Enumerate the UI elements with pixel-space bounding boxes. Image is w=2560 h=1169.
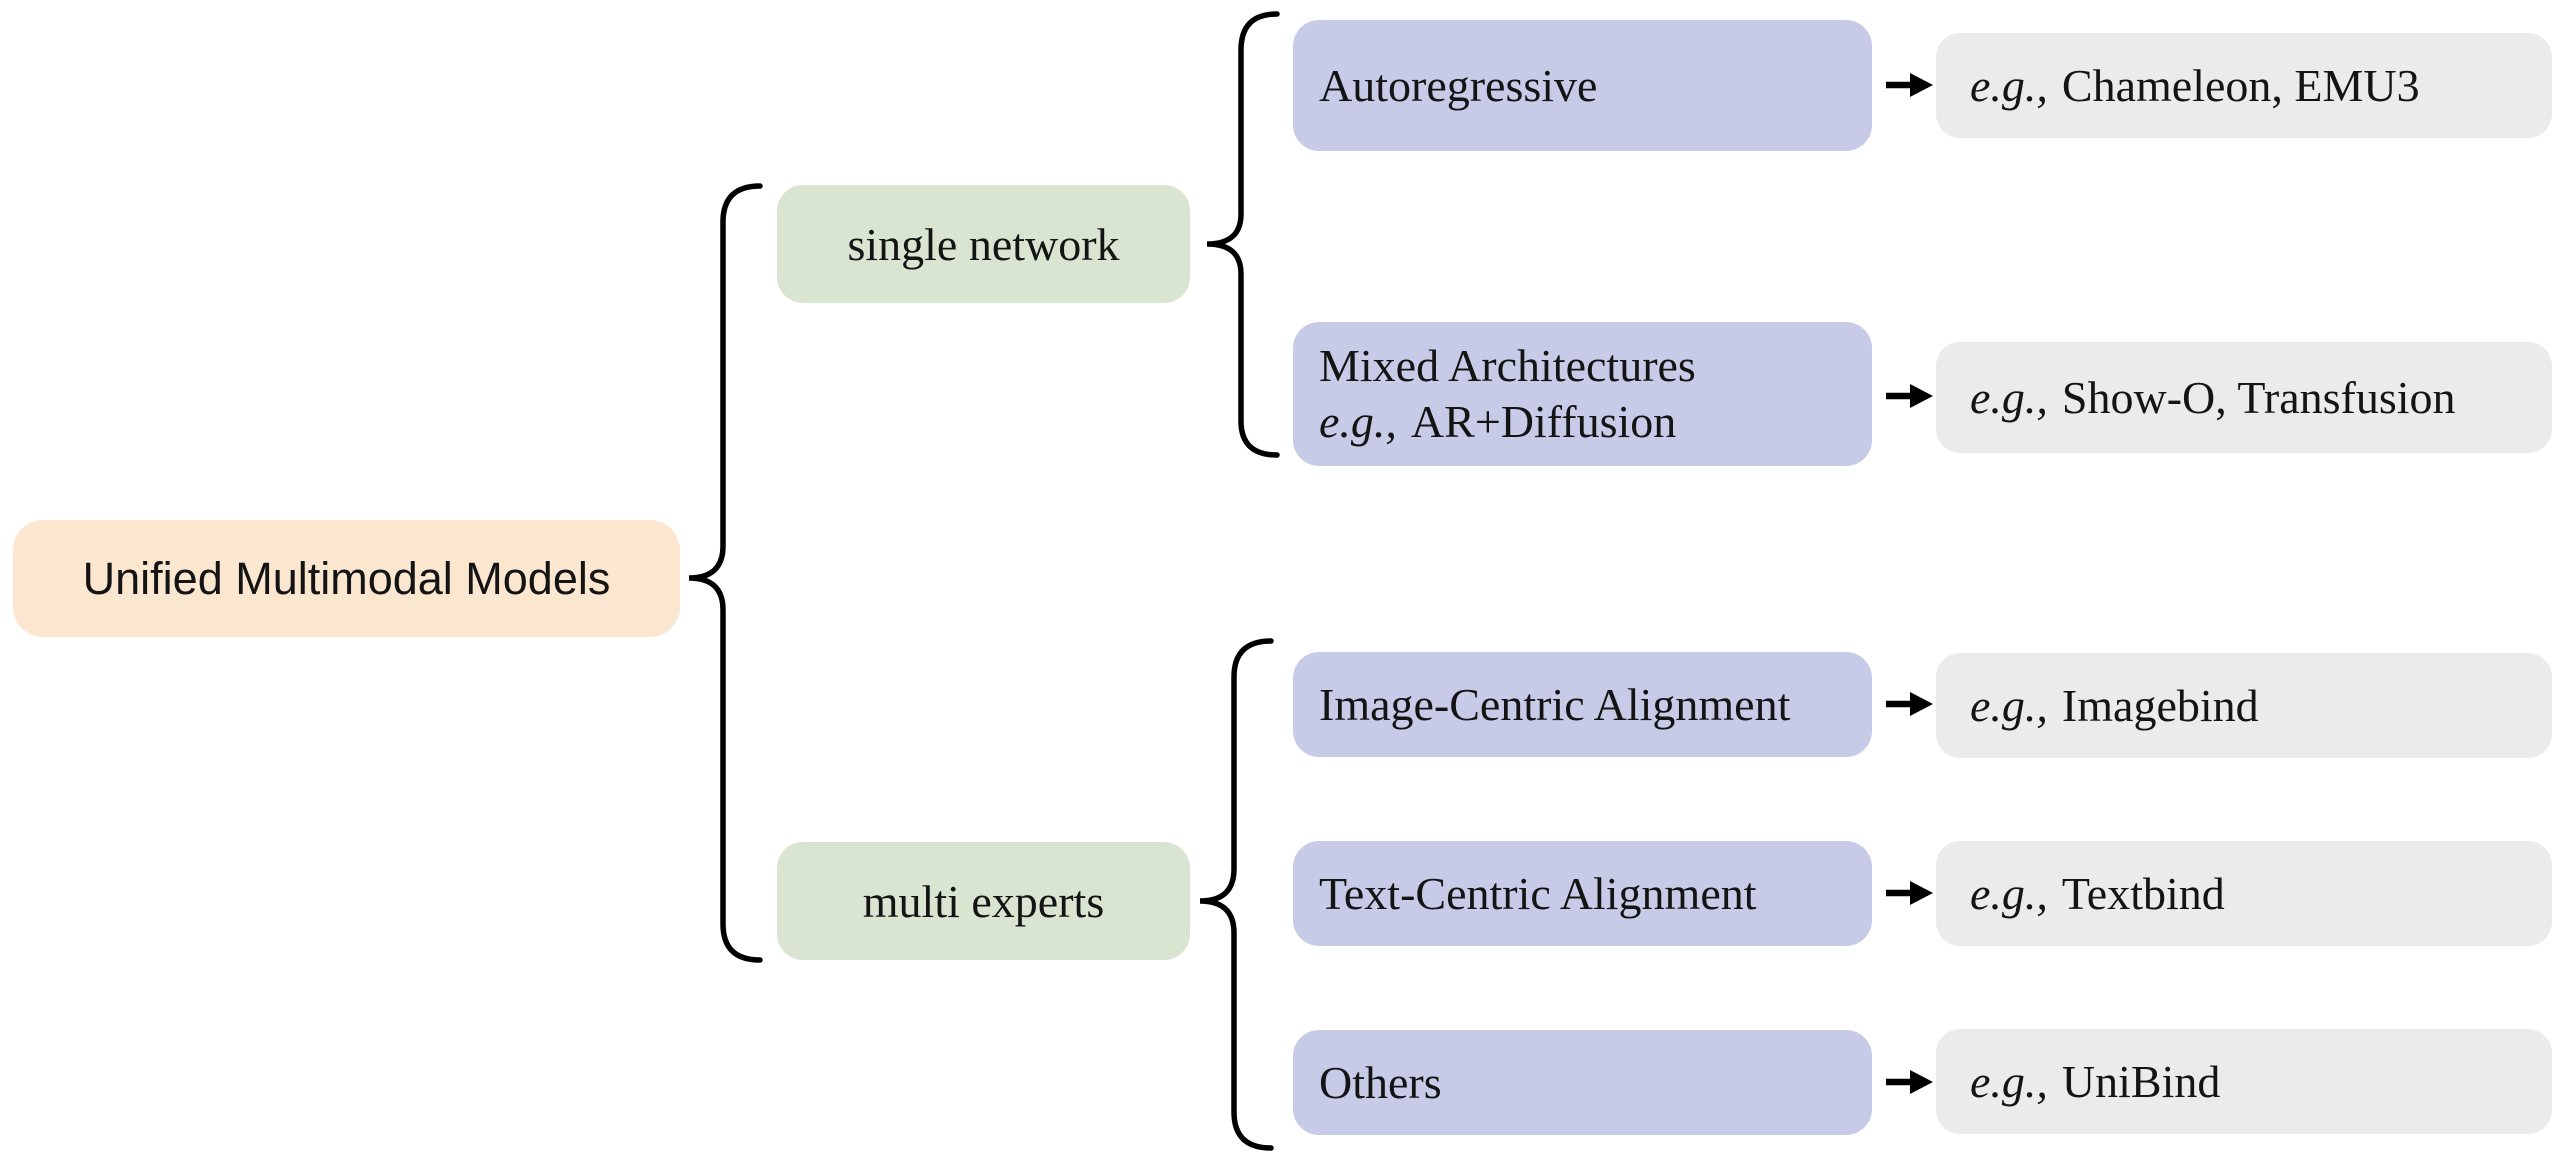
node-title: Text-Centric Alignment bbox=[1319, 867, 1757, 919]
branch-label: multi experts bbox=[862, 875, 1105, 927]
eg-label: e.g., bbox=[1970, 868, 2048, 919]
arrow-others-icon bbox=[1886, 1070, 1933, 1094]
node-subtitle-text: AR+Diffusion bbox=[1410, 396, 1677, 447]
node-title: Mixed Architectures bbox=[1319, 340, 1696, 391]
example-textbind: e.g., Textbind bbox=[1936, 841, 2552, 946]
node-text-centric-alignment: Text-Centric Alignment bbox=[1293, 841, 1872, 946]
brace-root bbox=[688, 183, 763, 963]
example-imagebind: e.g., Imagebind bbox=[1936, 653, 2552, 758]
branch-label: single network bbox=[847, 218, 1120, 270]
brace-multi-experts bbox=[1199, 638, 1274, 1151]
arrow-mixed-architectures-icon bbox=[1886, 384, 1933, 408]
example-show-o-transfusion: e.g., Show-O, Transfusion bbox=[1936, 342, 2552, 453]
eg-label: e.g., bbox=[1970, 372, 2048, 423]
example-unibind: e.g., UniBind bbox=[1936, 1029, 2552, 1134]
example-text: UniBind bbox=[2061, 1056, 2221, 1107]
branch-node-single-network: single network bbox=[777, 185, 1190, 303]
eg-label: e.g., bbox=[1970, 680, 2048, 731]
node-autoregressive: Autoregressive bbox=[1293, 20, 1872, 151]
node-mixed-architectures: Mixed Architectures e.g., AR+Diffusion bbox=[1293, 322, 1872, 466]
node-subtitle: e.g., AR+Diffusion bbox=[1319, 394, 1676, 450]
root-node-label: Unified Multimodal Models bbox=[82, 552, 611, 604]
root-node-unified-multimodal-models: Unified Multimodal Models bbox=[13, 520, 680, 637]
eg-label: e.g., bbox=[1319, 396, 1397, 447]
eg-label: e.g., bbox=[1970, 60, 2048, 111]
node-image-centric-alignment: Image-Centric Alignment bbox=[1293, 652, 1872, 757]
branch-node-multi-experts: multi experts bbox=[777, 842, 1190, 960]
example-text: Textbind bbox=[2061, 868, 2225, 919]
eg-label: e.g., bbox=[1970, 1056, 2048, 1107]
arrow-image-centric-icon bbox=[1886, 692, 1933, 716]
node-title: Autoregressive bbox=[1319, 59, 1598, 111]
example-text: Chameleon, EMU3 bbox=[2061, 60, 2420, 111]
arrow-autoregressive-icon bbox=[1886, 73, 1933, 97]
brace-single-network bbox=[1206, 11, 1280, 458]
node-others: Others bbox=[1293, 1030, 1872, 1135]
node-title: Others bbox=[1319, 1056, 1442, 1108]
node-title: Image-Centric Alignment bbox=[1319, 678, 1791, 730]
example-chameleon-emu3: e.g., Chameleon, EMU3 bbox=[1936, 33, 2552, 138]
arrow-text-centric-icon bbox=[1886, 881, 1933, 905]
example-text: Imagebind bbox=[2061, 680, 2259, 731]
example-text: Show-O, Transfusion bbox=[2061, 372, 2456, 423]
